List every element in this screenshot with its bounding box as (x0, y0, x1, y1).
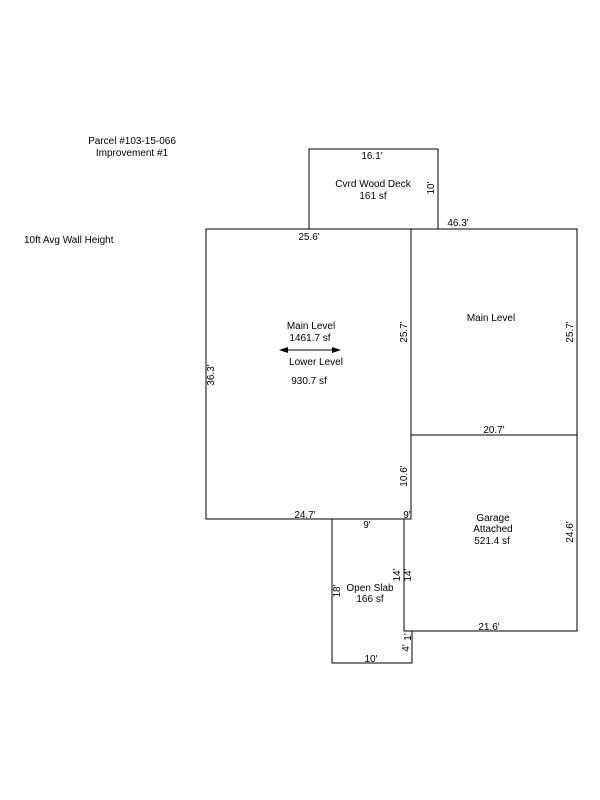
main-mid-side-dimension: 25.7' (399, 321, 410, 342)
slab-inner-right-dimension: 14' (403, 568, 414, 581)
main-level-right-outline (410, 228, 578, 436)
main-right-side-dimension: 25.7' (565, 321, 576, 342)
improvement-label: Improvement #1 (96, 148, 169, 159)
slab-inner-left-dimension: 14' (392, 568, 403, 581)
slab-area: 166 sf (356, 594, 383, 605)
lower-level-name: Lower Level (289, 357, 343, 368)
lower-level-area: 930.7 sf (291, 376, 327, 387)
main-level-left-outline (205, 228, 412, 520)
arrow-right-head (332, 347, 341, 353)
deck-side-dimension: 10' (426, 181, 437, 194)
main-bottom-dimension: 24.7' (294, 510, 315, 521)
garage-line2: Attached (473, 524, 512, 535)
main-left-name: Main Level (287, 321, 335, 332)
parcel-number: Parcel #103-15-066 (88, 136, 176, 147)
slab-left-dimension: 18' (332, 584, 343, 597)
deck-top-dimension: 16.1' (361, 151, 382, 162)
slab-lower-right-a-dimension: 1' (403, 633, 414, 641)
main-right-bottom-dimension: 20.7' (483, 425, 504, 436)
garage-area: 521.4 sf (474, 536, 510, 547)
garage-line1: Garage (476, 513, 510, 524)
slab-name: Open Slab (346, 583, 394, 594)
slab-top-small-dimension: 9' (403, 510, 411, 521)
slab-bottom-dimension: 10' (364, 654, 377, 665)
main-left-side-dimension: 36.3' (206, 364, 217, 385)
main-left-area: 1461.7 sf (289, 333, 330, 344)
deck-name: Cvrd Wood Deck (335, 179, 411, 190)
garage-bottom-dimension: 21.6' (478, 622, 499, 633)
main-top-right-dimension: 46.3' (447, 218, 468, 229)
main-mid-lower-side-dimension: 10.6' (399, 465, 410, 486)
deck-area: 161 sf (359, 191, 386, 202)
arrow-left-head (279, 347, 288, 353)
main-right-name: Main Level (467, 313, 515, 324)
wall-height-note: 10ft Avg Wall Height (24, 235, 114, 246)
open-slab-outline (331, 519, 413, 664)
garage-side-dimension: 24.6' (565, 521, 576, 542)
main-top-left-dimension: 25.6' (298, 232, 319, 243)
slab-lower-right-b-dimension: 4' (401, 644, 412, 652)
slab-top-dimension: 9' (363, 520, 371, 531)
